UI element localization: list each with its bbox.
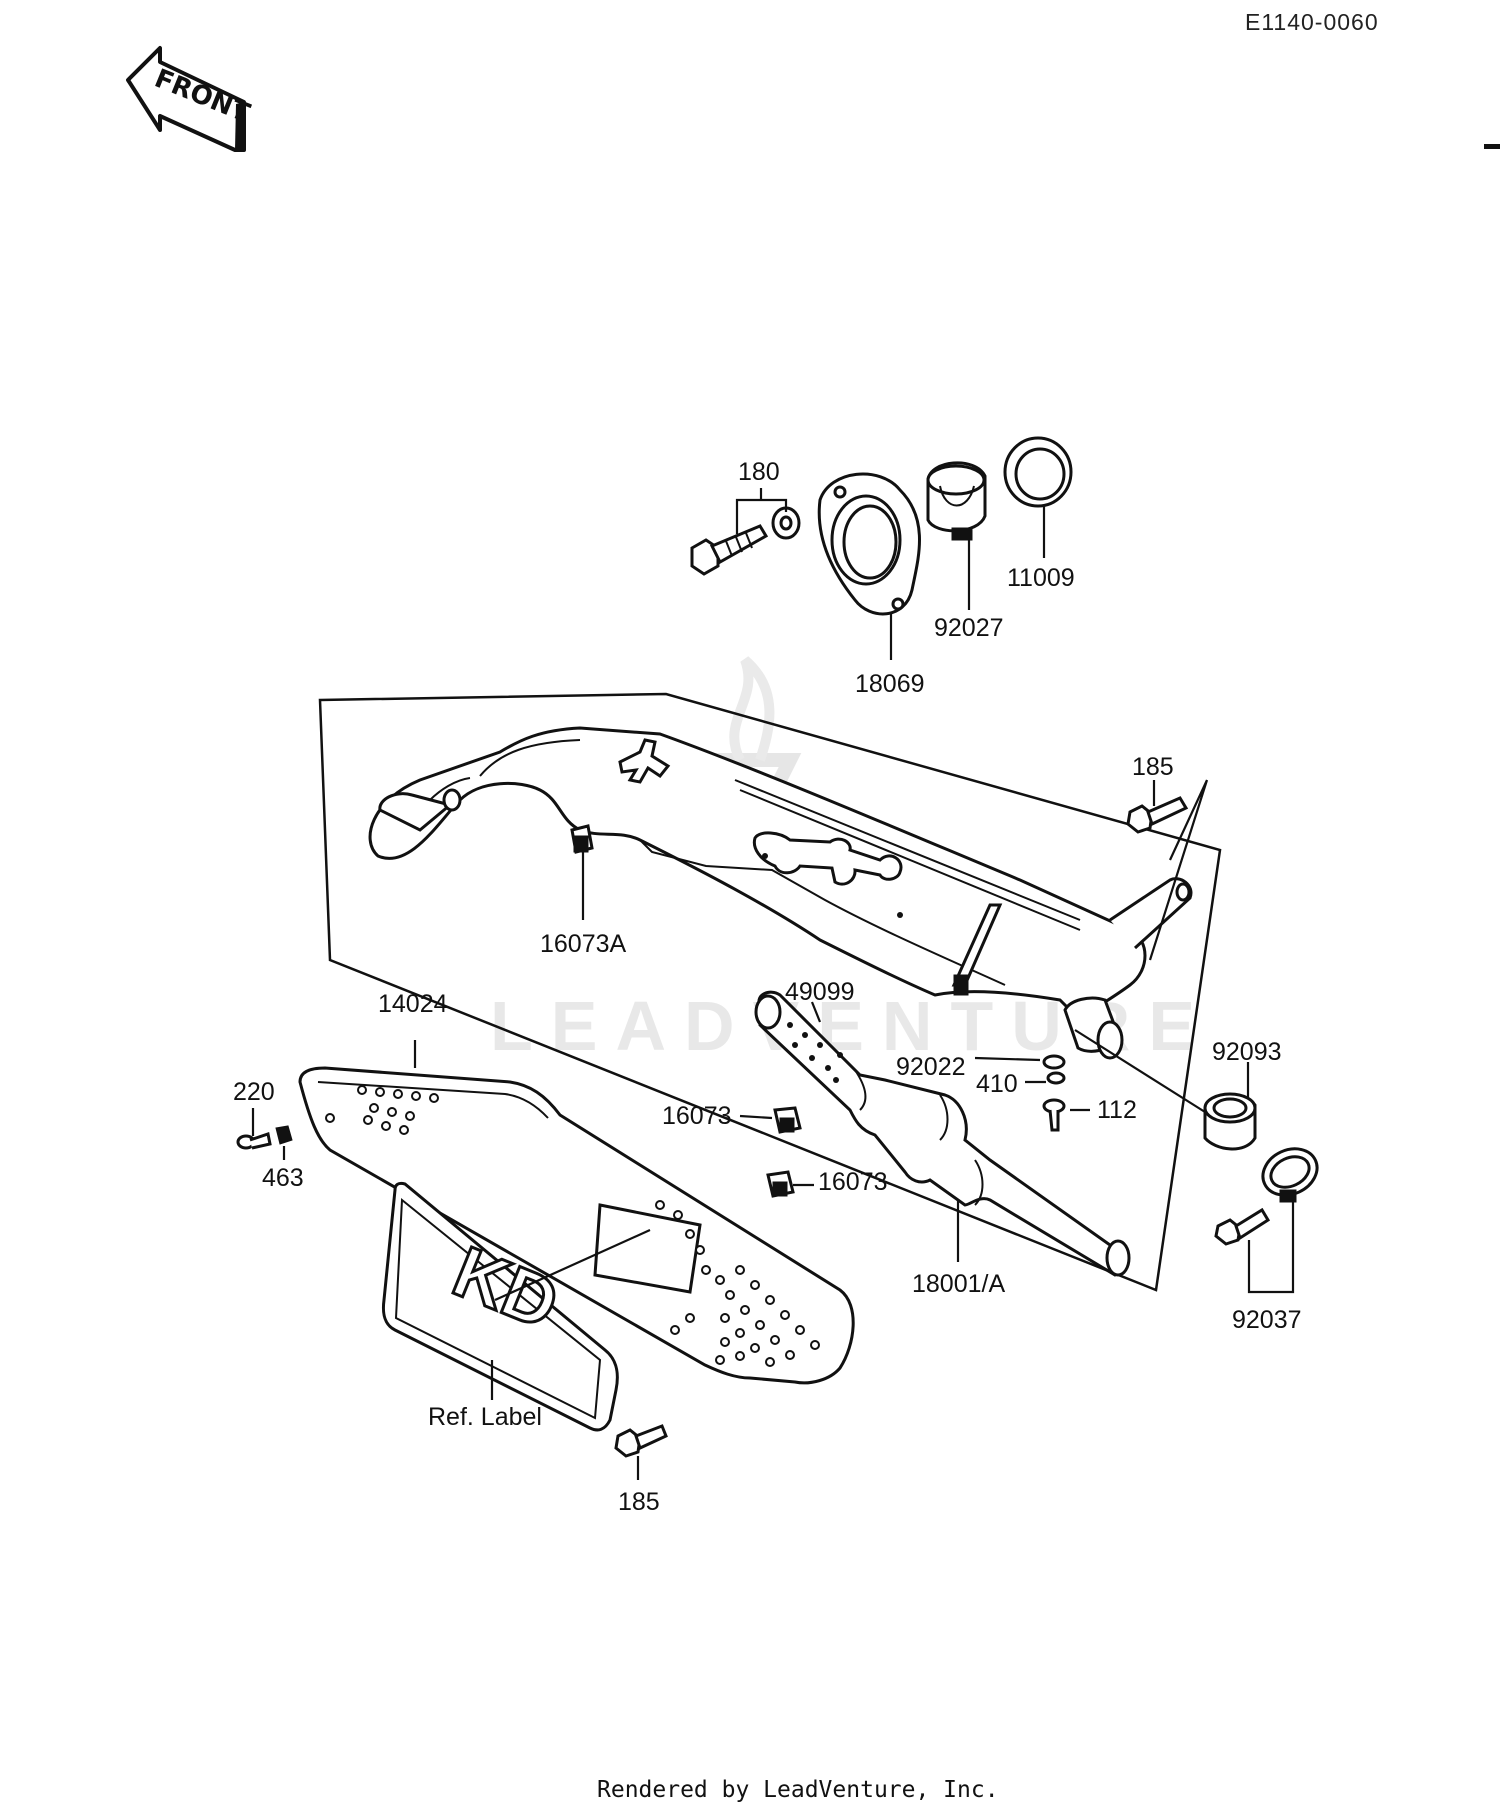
nut-16073-a-icon bbox=[773, 1106, 802, 1134]
screw-112-icon bbox=[1042, 1098, 1066, 1132]
clamp-92037-icon bbox=[1261, 1147, 1319, 1203]
screw-92037-icon bbox=[1214, 1207, 1271, 1246]
callout-180: 180 bbox=[738, 458, 780, 486]
callout-112: 112 bbox=[1097, 1096, 1137, 1124]
muffler-body-icon bbox=[368, 726, 1193, 1060]
washer-180-icon bbox=[771, 506, 801, 540]
callout-92022: 92022 bbox=[896, 1053, 966, 1081]
bolt-185-bottom-icon bbox=[614, 1424, 668, 1458]
callout-18069: 18069 bbox=[855, 670, 925, 698]
callout-16073-a: 16073 bbox=[662, 1102, 732, 1130]
callout-49099: 49099 bbox=[785, 978, 855, 1006]
muffler-assembly-outline bbox=[318, 692, 1222, 1292]
leader-ref-label-to-guard bbox=[494, 1228, 651, 1302]
leader-92037 bbox=[1247, 1202, 1295, 1294]
nut-16073A-icon bbox=[570, 824, 594, 854]
edge-mark bbox=[1484, 144, 1500, 149]
callout-16073-b: 16073 bbox=[818, 1168, 888, 1196]
callout-92037: 92037 bbox=[1232, 1306, 1302, 1334]
callout-220: 220 bbox=[233, 1078, 275, 1106]
leader-49099 bbox=[810, 1001, 822, 1023]
callout-92093: 92093 bbox=[1212, 1038, 1282, 1066]
callout-ref-label: Ref. Label bbox=[428, 1403, 542, 1431]
front-arrow-icon: FRONT bbox=[126, 46, 254, 152]
callout-14024: 14024 bbox=[378, 990, 448, 1018]
ref-label-plate-icon: KD bbox=[381, 1181, 619, 1432]
seal-92093-icon bbox=[1203, 1092, 1257, 1151]
assembly-axis-line bbox=[1074, 1029, 1206, 1113]
leader-185-top-arrows bbox=[1148, 779, 1209, 961]
callout-463: 463 bbox=[262, 1164, 304, 1192]
bolt-185-top-icon bbox=[1126, 796, 1189, 834]
nut-16073-b-icon bbox=[766, 1170, 795, 1198]
drawing-code: E1140-0060 bbox=[1245, 9, 1379, 35]
callout-18001A: 18001/A bbox=[912, 1270, 1005, 1298]
gasket-11009-icon bbox=[1003, 436, 1073, 508]
callout-185-top: 185 bbox=[1132, 753, 1174, 781]
heat-guard-14024-icon bbox=[298, 1066, 855, 1385]
callout-16073A: 16073A bbox=[540, 930, 627, 958]
callout-92027: 92027 bbox=[934, 614, 1004, 642]
leader-92022 bbox=[974, 1056, 1041, 1062]
heat-guard-holes bbox=[325, 1085, 820, 1367]
callout-410: 410 bbox=[976, 1070, 1018, 1098]
spark-arrester-49099-icon bbox=[754, 990, 1131, 1277]
leader-16073-a bbox=[739, 1114, 773, 1120]
collar-92027-icon bbox=[926, 461, 987, 541]
callout-185-bottom: 185 bbox=[618, 1488, 660, 1516]
nut-463-icon bbox=[275, 1125, 293, 1145]
footer-credit: Rendered by LeadVenture, Inc. bbox=[597, 1777, 999, 1803]
washer-410-icon bbox=[1042, 1054, 1066, 1085]
bolt-180-icon bbox=[690, 524, 769, 576]
flange-18069-icon bbox=[817, 472, 921, 616]
screw-220-icon bbox=[236, 1132, 272, 1150]
callout-11009: 11009 bbox=[1007, 564, 1075, 592]
